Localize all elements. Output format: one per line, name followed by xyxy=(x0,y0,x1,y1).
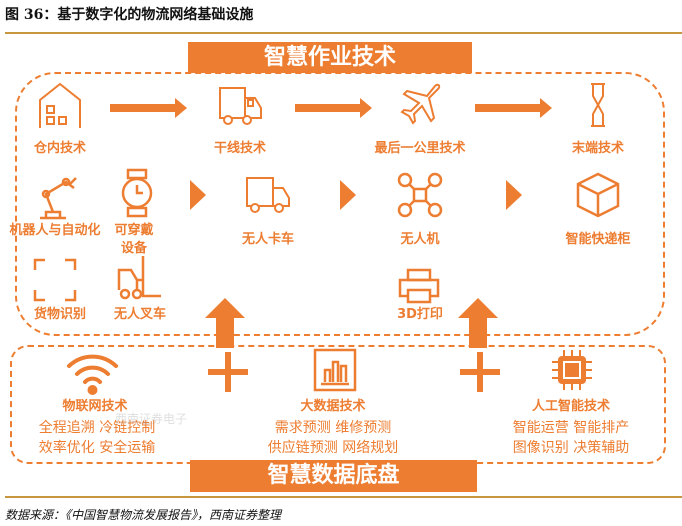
foundation-ai-line: 图像识别 决策辅助 xyxy=(512,440,630,456)
bar-chart-icon xyxy=(313,348,357,392)
plus-icon xyxy=(208,352,248,392)
wifi-icon xyxy=(67,354,118,395)
label-last-mile: 最后一公里技术 xyxy=(374,141,466,156)
chevron-right-icon xyxy=(190,180,206,210)
label-warehouse: 仓内技术 xyxy=(33,141,86,156)
unmanned-truck-icon xyxy=(246,177,290,213)
watermark: 西南证券电子 xyxy=(115,412,188,426)
label-robot: 机器人与自动化 xyxy=(9,223,101,238)
hourglass-icon xyxy=(591,83,605,127)
truck-icon xyxy=(219,87,262,125)
robot-arm-icon xyxy=(40,177,77,220)
label-drone: 无人机 xyxy=(400,232,440,247)
arrow-right-icon xyxy=(295,98,372,118)
arrow-up-icon xyxy=(458,298,498,348)
figure-title: 图 36：基于数字化的物流网络基础设施 xyxy=(5,7,254,23)
bottom-banner: 智慧数据底盘 xyxy=(190,460,477,492)
foundation-bigdata-title: 大数据技术 xyxy=(300,399,366,414)
airplane-icon xyxy=(400,83,441,125)
warehouse-icon xyxy=(39,82,81,128)
arrow-up-icon xyxy=(205,298,245,348)
label-unmanned-truck: 无人卡车 xyxy=(241,232,294,247)
foundation-bigdata-line: 需求预测 维修预测 xyxy=(274,420,392,436)
label-trunk: 干线技术 xyxy=(213,141,266,156)
label-smart-locker: 智能快递柜 xyxy=(565,232,631,247)
chip-icon xyxy=(552,350,592,390)
foundation-iot-line: 效率优化 安全运输 xyxy=(38,440,156,456)
foundation-ai-title: 人工智能技术 xyxy=(531,399,610,414)
top-banner: 智慧作业技术 xyxy=(188,42,472,73)
printer-icon xyxy=(398,268,440,304)
label-wearable: 可穿戴设备 xyxy=(114,223,154,256)
foundation-iot-title: 物联网技术 xyxy=(62,399,128,414)
chevron-right-icon xyxy=(340,180,356,210)
label-3d-printing: 3D打印 xyxy=(397,307,443,322)
bottom-rule xyxy=(5,496,682,498)
forklift-icon xyxy=(117,256,161,300)
label-terminal: 末端技术 xyxy=(571,141,624,156)
parcel-box-icon xyxy=(576,172,620,218)
label-cargo-recognition: 货物识别 xyxy=(33,307,86,322)
source-note: 数据来源：《中国智慧物流发展报告》，西南证券整理 xyxy=(5,508,282,522)
plus-icon xyxy=(460,352,500,392)
scan-icon xyxy=(33,258,77,302)
arrow-right-icon xyxy=(110,98,187,118)
top-rule xyxy=(5,32,682,34)
foundation-bigdata-line: 供应链预测 网络规划 xyxy=(267,440,399,456)
chevron-right-icon xyxy=(506,180,522,210)
foundation-ai-line: 智能运营 智能排产 xyxy=(512,420,630,436)
drone-icon xyxy=(397,172,443,218)
arrow-right-icon xyxy=(475,98,552,118)
label-forklift: 无人叉车 xyxy=(113,307,166,322)
foundation-iot-line: 全程追溯 冷链控制 xyxy=(38,420,156,436)
operations-box xyxy=(15,72,665,336)
smartwatch-icon xyxy=(121,168,153,218)
